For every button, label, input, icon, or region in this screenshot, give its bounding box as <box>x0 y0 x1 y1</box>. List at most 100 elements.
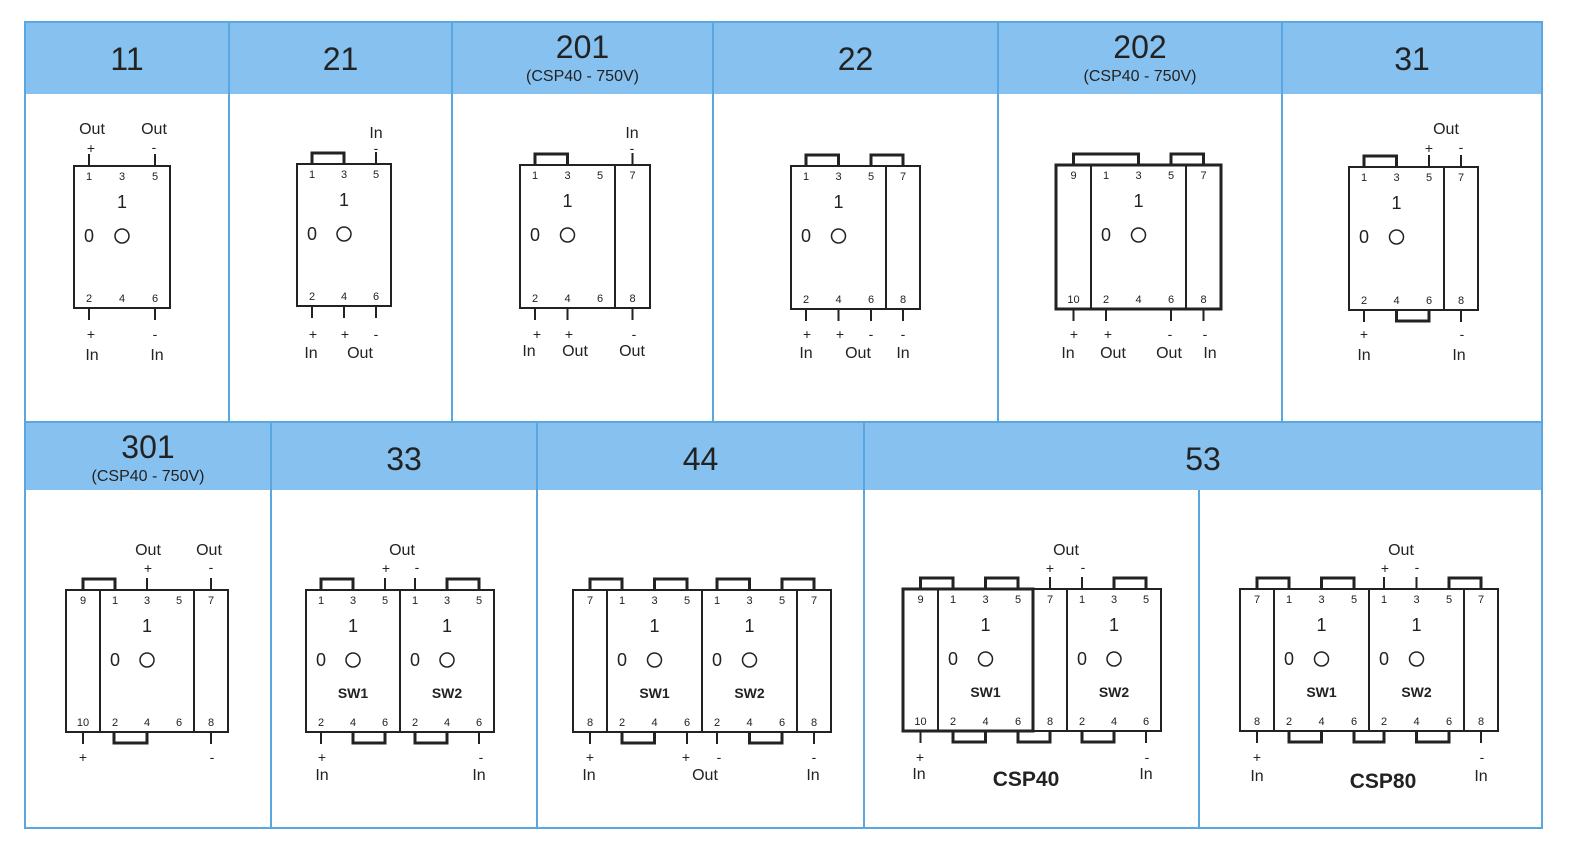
pin-number: 4 <box>982 716 988 728</box>
jumper-bridge <box>1362 154 1398 167</box>
panel-subtitle: (CSP40 - 750V) <box>1084 68 1197 85</box>
position-one: 1 <box>980 615 990 635</box>
pin-number: 9 <box>80 595 86 607</box>
auxiliary-contact <box>1055 164 1092 310</box>
label-text: + <box>916 749 924 765</box>
label-text: In <box>799 345 812 362</box>
pin-number: 6 <box>176 717 182 729</box>
jumper-bridge <box>533 152 569 165</box>
pin-number: 7 <box>811 595 817 607</box>
pin-number: 5 <box>779 595 785 607</box>
jumper-bridge <box>1447 576 1483 589</box>
label-text: - <box>1168 326 1173 342</box>
pin-number: 1 <box>412 595 418 607</box>
panel-title: 21 <box>323 41 359 77</box>
pin-number: 5 <box>176 595 182 607</box>
position-indicator <box>1388 229 1405 245</box>
position-zero: 0 <box>110 650 120 670</box>
pin-number: 8 <box>208 717 214 729</box>
jumper-bridge <box>81 577 117 590</box>
position-one: 1 <box>142 616 152 636</box>
panel-title: 201 <box>556 29 609 65</box>
label-text: + <box>1253 749 1261 765</box>
pin-number: 2 <box>803 294 809 306</box>
pin-number: 6 <box>868 294 874 306</box>
panel-title: 22 <box>838 41 874 77</box>
label-text: + <box>682 749 690 765</box>
position-indicator <box>1313 651 1330 667</box>
position-one: 1 <box>562 191 572 211</box>
label-text: + <box>1360 326 1368 342</box>
label-text: - <box>1459 139 1464 155</box>
pin-number: 3 <box>119 171 125 183</box>
label-text: + <box>1046 560 1054 576</box>
switch-label: SW1 <box>1306 684 1337 700</box>
jumper-bridge <box>445 577 481 590</box>
panel-header-53 <box>864 422 1542 490</box>
label-text: - <box>1203 326 1208 342</box>
pin-number: 2 <box>112 717 118 729</box>
label-text: In <box>1203 345 1216 362</box>
label-text: Out <box>135 542 161 559</box>
pin-number: 1 <box>1103 170 1109 182</box>
panel-header-11 <box>25 22 229 94</box>
jumper-bridge <box>1352 731 1386 744</box>
pin-number: 6 <box>476 717 482 729</box>
panel-subtitle: (CSP40 - 750V) <box>92 468 205 485</box>
panel-title: 31 <box>1394 41 1430 77</box>
jumper-bridge <box>351 732 387 745</box>
pin-number: 5 <box>1351 594 1357 606</box>
pin-number: 5 <box>1143 594 1149 606</box>
pin-number: 1 <box>86 171 92 183</box>
position-indicator <box>977 651 994 667</box>
position-indicator <box>559 227 576 243</box>
pin-number: 8 <box>587 717 593 729</box>
position-one: 1 <box>1391 193 1401 213</box>
panel-title: 301 <box>121 429 174 465</box>
pin-number: 8 <box>1254 716 1260 728</box>
switch-label: SW2 <box>1099 684 1130 700</box>
jumper-bridge <box>1395 310 1431 323</box>
pin-number: 4 <box>651 717 657 729</box>
pin-number: 6 <box>1426 295 1432 307</box>
label-text: + <box>341 326 349 342</box>
jumper-bridge <box>1255 576 1291 589</box>
label-text: In <box>806 767 819 784</box>
label-text: + <box>1425 140 1433 156</box>
jumper-bridge <box>951 731 987 744</box>
label-text: - <box>374 140 379 156</box>
label-text: In <box>315 767 328 784</box>
label-text: Out <box>562 343 588 360</box>
jumper-bridge <box>1415 731 1451 744</box>
pin-number: 2 <box>318 717 324 729</box>
position-one: 1 <box>1411 615 1421 635</box>
label-text: + <box>144 560 152 576</box>
position-zero: 0 <box>307 224 317 244</box>
pin-number: 4 <box>564 293 570 305</box>
label-text: In <box>625 125 638 142</box>
auxiliary-contact <box>1185 164 1222 310</box>
label-text: In <box>1357 347 1370 364</box>
label-text: In <box>912 766 925 783</box>
pin-number: 7 <box>1200 170 1206 182</box>
panel-title: 44 <box>683 441 719 477</box>
panel-header-301 <box>25 422 271 490</box>
label-text: + <box>87 140 95 156</box>
jumper-bridge <box>310 151 346 164</box>
position-one: 1 <box>117 192 127 212</box>
label-text: In <box>304 345 317 362</box>
label-text: In <box>1061 345 1074 362</box>
pin-number: 2 <box>412 717 418 729</box>
pin-number: 5 <box>868 171 874 183</box>
pin-number: 6 <box>152 293 158 305</box>
position-indicator <box>646 652 663 668</box>
label-text: - <box>1460 326 1465 342</box>
switch-label: SW1 <box>639 685 670 701</box>
pin-number: 2 <box>532 293 538 305</box>
pin-number: 8 <box>1458 295 1464 307</box>
jumper-bridge <box>413 732 449 745</box>
pin-number: 3 <box>1413 594 1419 606</box>
